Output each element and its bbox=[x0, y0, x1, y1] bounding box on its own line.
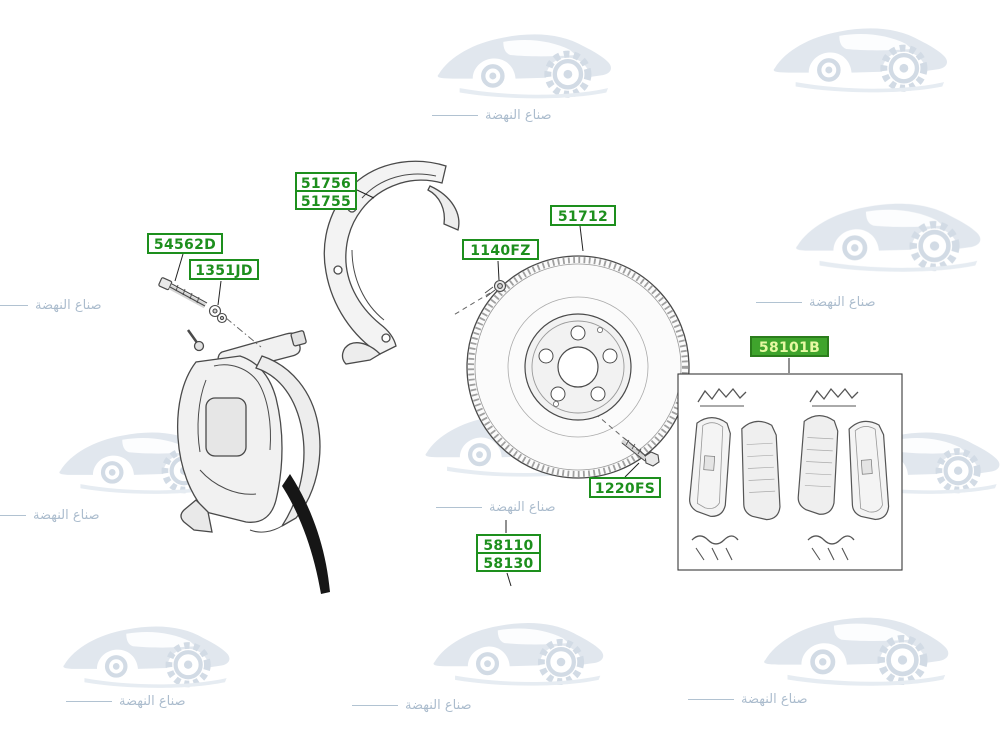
watermark-car-icon bbox=[438, 34, 611, 98]
watermark-line bbox=[66, 701, 112, 702]
part-label-58101b[interactable]: 58101B bbox=[750, 336, 829, 357]
watermark-car-icon bbox=[774, 28, 947, 92]
watermark-car-icon bbox=[764, 618, 948, 686]
watermark-text: صناع النهضة bbox=[436, 500, 556, 515]
part-label-58130[interactable]: 58130 bbox=[476, 552, 541, 572]
part-label-1140fz[interactable]: 1140FZ bbox=[462, 239, 539, 260]
watermark-line bbox=[0, 515, 26, 516]
watermark-car-icon bbox=[796, 204, 980, 272]
part-label-51712[interactable]: 51712 bbox=[550, 205, 616, 226]
watermark-text: صناع النهضة bbox=[688, 692, 808, 707]
brake-pad bbox=[848, 420, 890, 521]
part-label-51756[interactable]: 51756 bbox=[295, 172, 357, 192]
brake-disc-drawing bbox=[466, 255, 690, 479]
watermark-text-label: صناع النهضة bbox=[485, 108, 552, 123]
watermark-text: صناع النهضة bbox=[0, 508, 100, 523]
watermark-text: صناع النهضة bbox=[432, 108, 552, 123]
pad-clip-top-left bbox=[697, 387, 747, 407]
watermark-car-icon bbox=[434, 623, 604, 686]
watermark-line bbox=[756, 302, 802, 303]
pad-clip-top-right bbox=[809, 387, 859, 407]
pad-clip-bottom-right bbox=[807, 535, 855, 561]
part-label-1351jd[interactable]: 1351JD bbox=[189, 259, 259, 280]
watermark-text-label: صناع النهضة bbox=[809, 295, 876, 310]
watermark-line bbox=[688, 699, 734, 700]
brake-pad bbox=[797, 414, 839, 515]
watermark-line bbox=[436, 507, 482, 508]
leader-lines bbox=[174, 189, 790, 587]
watermark-line bbox=[432, 115, 478, 116]
watermark-car-icon bbox=[63, 627, 229, 688]
leader-crescent bbox=[282, 474, 330, 594]
bolt-1140fz-drawing bbox=[484, 279, 507, 298]
watermark-line bbox=[352, 705, 398, 706]
part-label-1220fs[interactable]: 1220FS bbox=[589, 477, 661, 498]
watermark-text-label: صناع النهضة bbox=[741, 692, 808, 707]
watermark-text: صناع النهضة bbox=[352, 698, 472, 713]
watermark-line bbox=[0, 305, 28, 306]
axis-dashed-lines bbox=[225, 292, 641, 453]
watermark-text-label: صناع النهضة bbox=[119, 694, 186, 709]
watermark-text: صناع النهضة bbox=[66, 694, 186, 709]
watermark-text-label: صناع النهضة bbox=[33, 508, 100, 523]
part-label-54562d[interactable]: 54562D bbox=[147, 233, 223, 254]
watermark-text: صناع النهضة bbox=[756, 295, 876, 310]
brake-pad-kit-drawing bbox=[677, 373, 903, 571]
part-label-58110[interactable]: 58110 bbox=[476, 534, 541, 554]
bolt-54562d-drawing bbox=[158, 277, 208, 309]
part-label-51755[interactable]: 51755 bbox=[295, 190, 357, 210]
bolt-1220fs-drawing bbox=[620, 437, 660, 467]
washer-1351jd-drawing bbox=[208, 304, 228, 324]
watermark-text-label: صناع النهضة bbox=[405, 698, 472, 713]
watermark-text: صناع النهضة bbox=[0, 298, 102, 313]
watermark-text-label: صناع النهضة bbox=[35, 298, 102, 313]
pad-clip-bottom-left bbox=[691, 535, 739, 561]
brake-pad bbox=[689, 417, 731, 517]
watermark-text-label: صناع النهضة bbox=[489, 500, 556, 515]
brake-caliper-drawing bbox=[176, 329, 321, 533]
brake-pad bbox=[741, 420, 781, 521]
